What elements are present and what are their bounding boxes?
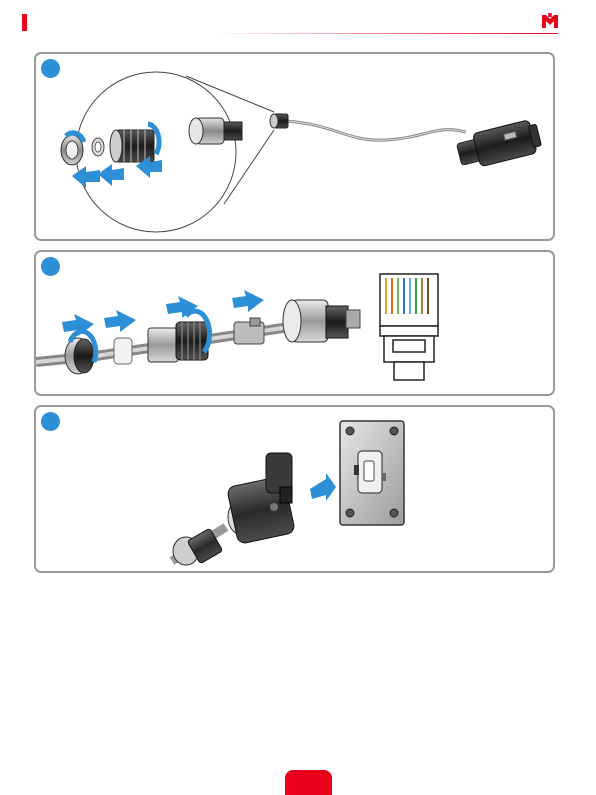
- push-arrow-icon: [232, 290, 264, 312]
- small-connector-on-cable: [270, 114, 288, 128]
- step-3-illustration: [36, 407, 553, 571]
- header-accent-bar: [22, 14, 27, 31]
- step-number-badge: [41, 412, 60, 431]
- step-1-illustration: [36, 54, 553, 239]
- step-panel-3: [34, 405, 555, 573]
- step-2-illustration: [36, 252, 553, 394]
- step-panel-2: [34, 250, 555, 396]
- wall-port-plate: [340, 421, 404, 525]
- step-panel-1: [34, 52, 555, 241]
- connector-body-part: [227, 453, 296, 544]
- page-number-tab: [285, 770, 332, 795]
- dongle-module-part: [455, 118, 543, 171]
- header-divider-line: [210, 33, 558, 34]
- seal-ring-part: [92, 138, 104, 156]
- assembled-connector-part: [283, 300, 360, 342]
- rj45-plug-part: [234, 318, 264, 344]
- cap-nut-part: [65, 338, 94, 374]
- insert-arrow-icon: [310, 473, 336, 501]
- step-number-badge: [41, 59, 60, 78]
- push-arrow-icon: [104, 310, 136, 332]
- step-number-badge: [41, 257, 60, 276]
- seal-ring-part: [114, 338, 132, 364]
- cap-nut-part: [61, 135, 83, 165]
- rj45-pinout-diagram: [380, 274, 438, 380]
- threaded-body-part: [110, 130, 154, 162]
- assembled-connector-part: [189, 118, 242, 144]
- brand-w-logo-icon: [540, 12, 560, 32]
- threaded-body-part: [148, 322, 208, 362]
- push-arrow-icon: [166, 296, 198, 318]
